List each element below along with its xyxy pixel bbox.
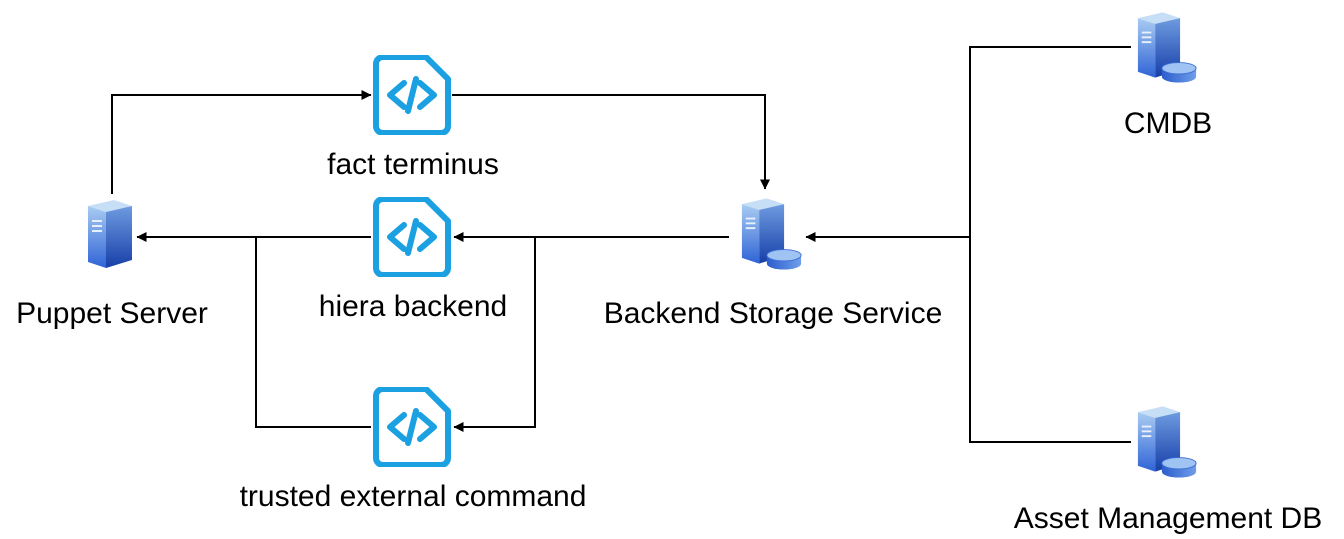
edge-backend-storage-to-trusted-command: [453, 237, 536, 432]
server-icon: [88, 200, 132, 268]
connectors: [111, 46, 1131, 443]
code-file-icon: [376, 389, 448, 465]
node-cmdb[interactable]: CMDB: [1124, 12, 1212, 140]
edge-puppet-to-fact-terminus: [111, 90, 372, 194]
code-file-icon: [376, 57, 448, 133]
backend-storage-service-label: Backend Storage Service: [604, 297, 943, 330]
fact-terminus-label: fact terminus: [327, 148, 499, 181]
edge-cmdb-to-backend-storage: [805, 46, 1131, 242]
database-icon: [1161, 457, 1197, 478]
edge-trusted-command-to-puppet: [255, 237, 371, 428]
code-file-icon: [376, 199, 448, 275]
cmdb-label: CMDB: [1124, 107, 1212, 140]
edge-fact-terminus-to-backend-storage: [452, 94, 770, 190]
asset-management-db-label: Asset Management DB: [1014, 502, 1322, 535]
hiera-backend-label: hiera backend: [319, 290, 507, 323]
edge-asset-db-to-backend-storage: [969, 237, 1131, 443]
trusted-external-command-label: trusted external command: [240, 480, 587, 513]
node-trusted-external-command[interactable]: trusted external command: [240, 389, 587, 513]
node-asset-management-db[interactable]: Asset Management DB: [1014, 406, 1322, 535]
node-hiera-backend[interactable]: hiera backend: [319, 199, 507, 323]
database-icon: [1161, 62, 1197, 83]
node-puppet-server[interactable]: Puppet Server: [16, 200, 208, 330]
node-backend-storage-service[interactable]: Backend Storage Service: [604, 198, 943, 330]
puppet-server-label: Puppet Server: [16, 297, 208, 330]
node-fact-terminus[interactable]: fact terminus: [327, 57, 499, 181]
database-icon: [766, 249, 802, 270]
